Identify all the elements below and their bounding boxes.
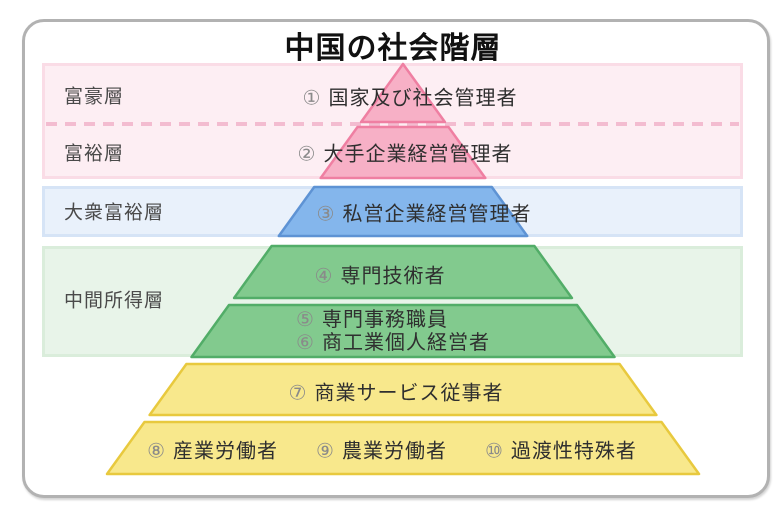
layer-text-4: 専門技術者 — [340, 265, 446, 288]
layer-text-9: 農業労働者 — [341, 440, 447, 463]
side-label-wealthy: 富裕層 — [64, 143, 125, 165]
layer-text-7: 商業サービス従事者 — [314, 382, 504, 405]
side-label-mass-affluent: 大衆富裕層 — [64, 202, 165, 224]
circled-number-7: ⑦ — [288, 382, 308, 405]
circled-number-8: ⑧ — [147, 440, 167, 463]
circled-number-2: ② — [297, 143, 317, 166]
circled-number-5: ⑤ — [296, 309, 315, 331]
layer-label-8-9-10: ⑧ 産業労働者 ⑨ 農業労働者 ⑩ 過渡性特殊者 — [147, 435, 637, 464]
layer-label-2: ② 大手企業経営管理者 — [298, 138, 513, 167]
circled-number-10: ⑩ — [484, 440, 504, 463]
layer-text-6: 商工業個人経営者 — [321, 332, 490, 354]
circled-number-3: ③ — [316, 203, 336, 226]
layer-label-4: ④ 専門技術者 — [315, 260, 446, 289]
layer-text-8: 産業労働者 — [173, 440, 279, 463]
layer-label-9: ⑨ 農業労働者 — [316, 435, 447, 464]
layer-label-8: ⑧ 産業労働者 — [147, 435, 278, 464]
layer-label-6: ⑥ 商工業個人経営者 — [296, 332, 490, 355]
circled-number-1: ① — [302, 87, 322, 110]
layer-label-1: ① 国家及び社会管理者 — [303, 82, 518, 111]
layer-label-5: ⑤ 専門事務職員 — [296, 309, 490, 332]
side-label-middle-income: 中間所得層 — [64, 290, 165, 312]
layer-text-1: 国家及び社会管理者 — [328, 87, 518, 110]
circled-number-9: ⑨ — [316, 440, 335, 463]
side-label-tycoon: 富豪層 — [64, 86, 125, 108]
page-title: 中国の社会階層 — [284, 32, 502, 66]
layer-text-2: 大手企業経営管理者 — [323, 143, 513, 166]
layer-label-5-6: ⑤ 専門事務職員 ⑥ 商工業個人経営者 — [296, 309, 490, 355]
layer-label-7: ⑦ 商業サービス従事者 — [289, 377, 504, 406]
layer-text-10: 過渡性特殊者 — [510, 440, 637, 463]
layer-text-3: 私営企業経営管理者 — [342, 203, 532, 226]
circled-number-6: ⑥ — [296, 332, 315, 354]
layer-label-10: ⑩ 過渡性特殊者 — [485, 435, 637, 464]
layer-text-5: 専門事務職員 — [321, 309, 448, 331]
circled-number-4: ④ — [314, 265, 334, 288]
layer-label-3: ③ 私営企業経営管理者 — [317, 198, 532, 227]
